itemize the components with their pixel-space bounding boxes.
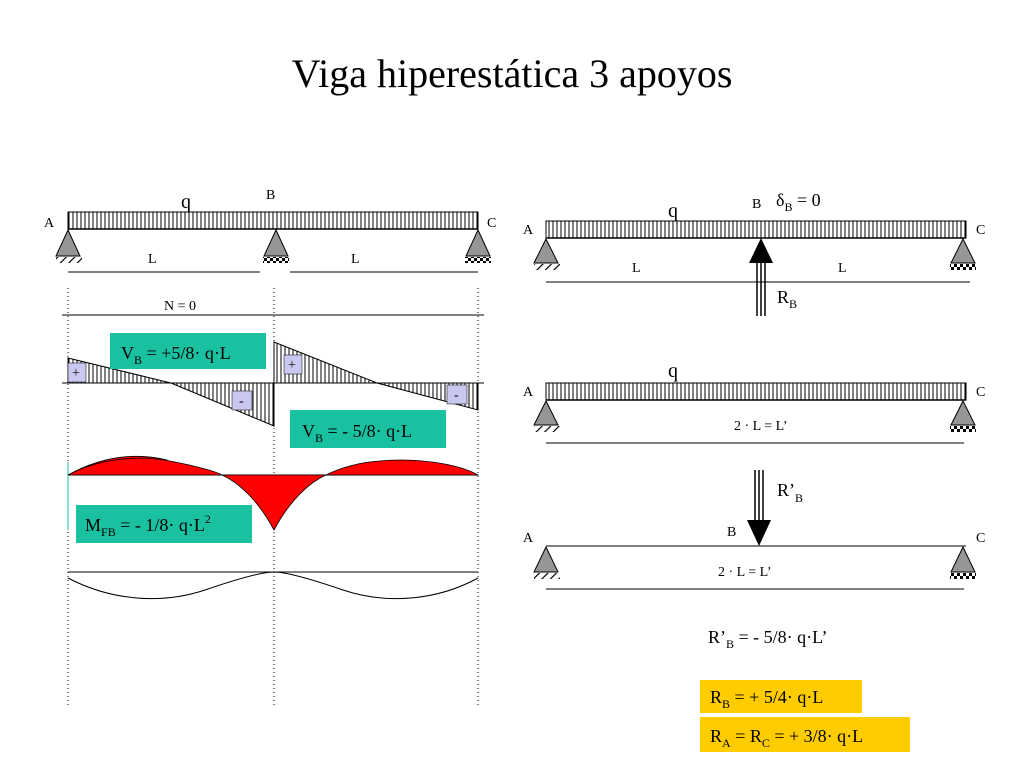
eq-rb: RB = + 5/4· q·L (700, 680, 862, 713)
reaction-rb-prime-arrow-icon (747, 470, 771, 546)
vb-negative-label: VB = - 5/8· q·L (290, 410, 446, 448)
load-label: q (181, 191, 191, 213)
load-label: q (668, 200, 678, 222)
node-c-label: C (976, 223, 985, 238)
svg-text:MFB = - 1/8· q·L2: MFB = - 1/8· q·L2 (85, 512, 211, 539)
node-c-label: C (487, 216, 496, 231)
node-a-label: A (523, 531, 534, 546)
plus-sign-2-text: + (288, 358, 296, 373)
distributed-load-bar (67, 211, 479, 230)
load-label: q (668, 360, 678, 382)
support-c-icon (950, 237, 976, 270)
reaction-rb-arrow-icon (749, 238, 773, 316)
node-a-label: A (523, 223, 534, 238)
normal-force-label: N = 0 (164, 299, 196, 314)
node-c-label: C (976, 385, 985, 400)
plus-sign-1-text: + (72, 366, 80, 381)
svg-text:RB = + 5/4· q·L: RB = + 5/4· q·L (710, 687, 823, 711)
delta-b-label: δB = 0 (776, 190, 821, 214)
shear-diagram: + + - - (62, 341, 484, 427)
minus-sign-2 (446, 384, 468, 405)
right-beam-3: A B C 2 · L = L’ (523, 525, 985, 590)
support-b-icon (263, 228, 289, 263)
eq-rb-prime: R’B = - 5/8· q·L’ (708, 627, 828, 651)
svg-text:VB = - 5/8· q·L: VB = - 5/8· q·L (302, 421, 412, 445)
left-beam: A B C q L L (44, 188, 496, 273)
span-1-label: L (632, 261, 641, 276)
moment-diagram (67, 455, 480, 531)
node-b-label: B (752, 197, 761, 212)
node-a-label: A (523, 385, 534, 400)
minus-sign-1-text: - (239, 394, 244, 409)
vb-positive-label: VB = +5/8· q·L (110, 333, 266, 369)
minus-sign-2-text: - (454, 388, 459, 403)
distributed-load-bar (545, 220, 967, 239)
reaction-rb-label: RB (777, 287, 797, 311)
mfb-label: MFB = - 1/8· q·L2 (76, 505, 252, 543)
span-2-label: L (838, 261, 847, 276)
node-b-label: B (266, 188, 275, 203)
support-c-icon (465, 228, 491, 263)
support-a-icon (533, 545, 560, 579)
plus-sign-1 (67, 362, 87, 383)
support-c-icon (950, 399, 976, 432)
span-2-label: L (351, 252, 360, 267)
span-label: 2 · L = L’ (734, 419, 788, 434)
slide-title: Viga hiperestática 3 apoyos (291, 51, 733, 96)
node-c-label: C (976, 531, 985, 546)
node-b-label: B (727, 525, 736, 540)
reaction-rb-prime-label: R’B (777, 480, 803, 505)
deflection-diagram (67, 571, 479, 600)
support-a-icon (55, 228, 82, 263)
plus-sign-2 (283, 354, 303, 375)
support-c-icon (950, 545, 976, 579)
minus-sign-1 (231, 390, 253, 411)
svg-text:RA = RC = + 3/8· q·L: RA = RC = + 3/8· q·L (710, 726, 863, 750)
support-a-icon (533, 399, 560, 432)
support-a-icon (533, 237, 560, 270)
eq-ra-rc: RA = RC = + 3/8· q·L (700, 717, 910, 752)
node-a-label: A (44, 216, 55, 231)
svg-text:VB = +5/8· q·L: VB = +5/8· q·L (121, 343, 231, 367)
span-label: 2 · L = L’ (718, 565, 772, 580)
normal-force-diagram: N = 0 (62, 299, 484, 316)
distributed-load-bar (545, 382, 967, 401)
span-1-label: L (148, 252, 157, 267)
right-beam-2: A C q 2 · L = L’ (523, 360, 985, 444)
right-beam-1: A B C q δB = 0 L L RB (523, 190, 985, 316)
